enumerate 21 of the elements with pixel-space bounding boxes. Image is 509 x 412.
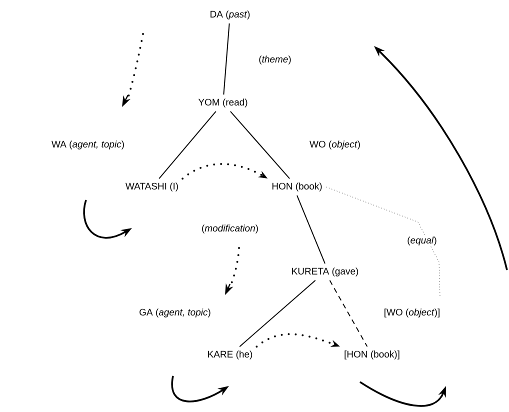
connector-line xyxy=(329,280,368,348)
connector-line xyxy=(239,280,316,348)
connector-line xyxy=(230,110,290,180)
connector-line xyxy=(223,22,230,96)
edge-label: WA (agent, topic) xyxy=(52,140,124,150)
connector-line xyxy=(326,186,440,296)
edge-label: WO (object) xyxy=(310,140,360,150)
word-label: [HON (book)] xyxy=(344,350,400,360)
edge-label: (modification) xyxy=(202,224,258,234)
edge-label: GA (agent, topic) xyxy=(140,308,210,318)
edge-label: (equal) xyxy=(408,236,436,246)
word-label: KURETA (gave) xyxy=(292,268,358,276)
connector-line xyxy=(158,110,216,180)
word-label: WATASHI (I) xyxy=(126,182,178,192)
word-label: HON (book) xyxy=(272,182,322,192)
connector-line xyxy=(296,194,326,264)
edge-label: [WO (object)] xyxy=(384,308,440,318)
word-label: KARE (he) xyxy=(208,350,252,360)
edge-label: (theme) xyxy=(259,56,291,64)
word-label: DA (past) xyxy=(210,10,250,20)
word-label: YOM (read) xyxy=(198,98,248,108)
